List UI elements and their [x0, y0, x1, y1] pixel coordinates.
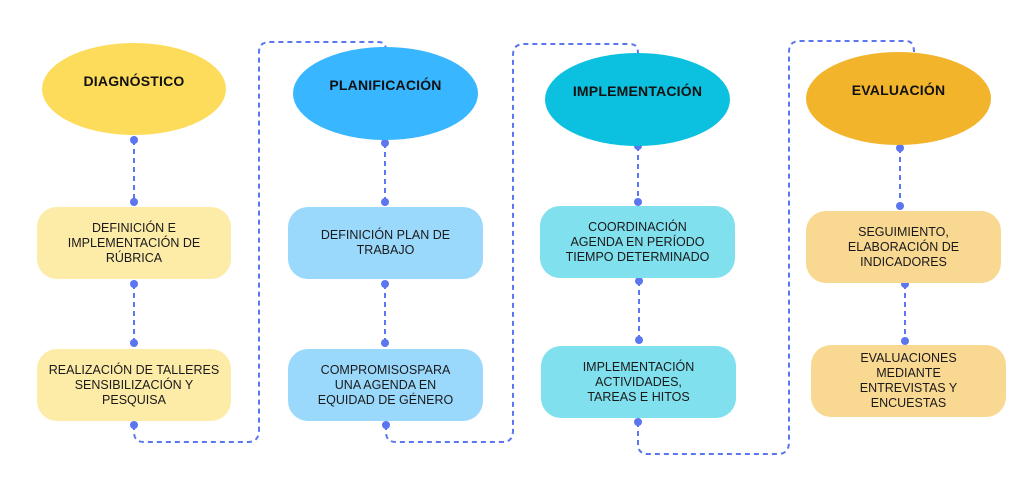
phase-planificacion-title: PLANIFICACIÓN: [329, 77, 442, 93]
connector-dot-implementacion-end: [634, 418, 642, 426]
connector-dot-planificacion-step1: [381, 198, 389, 206]
step-implementacion-2: IMPLEMENTACIÓN ACTIVIDADES, TAREAS E HIT…: [541, 346, 736, 418]
step-planificacion-1: DEFINICIÓN PLAN DE TRABAJO: [288, 207, 483, 279]
connector-dot-implementacion-step2: [635, 336, 643, 344]
step-implementacion-2-label: IMPLEMENTACIÓN ACTIVIDADES, TAREAS E HIT…: [582, 359, 695, 404]
step-diagnostico-2: REALIZACIÓN DE TALLERES SENSIBILIZACIÓN …: [37, 349, 231, 421]
phase-evaluacion-title: EVALUACIÓN: [851, 82, 946, 98]
phase-planificacion-ellipse: PLANIFICACIÓN: [293, 47, 478, 140]
connector-dot-diagnostico-step1-bottom: [130, 280, 138, 288]
step-evaluacion-1-label: SEGUIMIENTO, ELABORACIÓN DE INDICADORES: [847, 224, 960, 269]
connector-dot-evaluacion-step1: [896, 202, 904, 210]
connector-dot-planificacion-step2: [381, 339, 389, 347]
connector-dot-diagnostico-step1: [130, 198, 138, 206]
connector-dot-diagnostico-step2: [130, 339, 138, 347]
connector-dot-evaluacion-step2: [901, 337, 909, 345]
connector-dot-planificacion-step1-bottom: [381, 280, 389, 288]
phase-implementacion-title: IMPLEMENTACIÓN: [572, 83, 703, 99]
step-implementacion-1-label: COORDINACIÓN AGENDA EN PERÍODO TIEMPO DE…: [565, 219, 710, 264]
phase-diagnostico-title: DIAGNÓSTICO: [83, 73, 185, 89]
step-diagnostico-2-label: REALIZACIÓN DE TALLERES SENSIBILIZACIÓN …: [48, 362, 220, 407]
step-diagnostico-1: DEFINICIÓN E IMPLEMENTACIÓN DE RÚBRICA: [37, 207, 231, 279]
step-planificacion-2-label: COMPROMISOSPARA UNA AGENDA EN EQUIDAD DE…: [317, 362, 454, 407]
step-planificacion-2: COMPROMISOSPARA UNA AGENDA EN EQUIDAD DE…: [288, 349, 483, 421]
connector-dot-planificacion-top: [381, 139, 389, 147]
step-implementacion-1: COORDINACIÓN AGENDA EN PERÍODO TIEMPO DE…: [540, 206, 735, 278]
step-evaluacion-2: EVALUACIONES MEDIANTE ENTREVISTAS Y ENCU…: [811, 345, 1006, 417]
connector-dot-implementacion-step1: [634, 198, 642, 206]
connector-dot-diagnostico-end: [130, 421, 138, 429]
step-diagnostico-1-label: DEFINICIÓN E IMPLEMENTACIÓN DE RÚBRICA: [67, 220, 201, 265]
phase-diagnostico-ellipse: DIAGNÓSTICO: [42, 43, 226, 135]
step-evaluacion-1: SEGUIMIENTO, ELABORACIÓN DE INDICADORES: [806, 211, 1001, 283]
phase-implementacion-ellipse: IMPLEMENTACIÓN: [545, 53, 730, 146]
connector-dot-evaluacion-top: [896, 144, 904, 152]
connector-dot-diagnostico-top: [130, 136, 138, 144]
connector-implementacion-to-evaluacion: [637, 40, 915, 455]
phase-evaluacion-ellipse: EVALUACIÓN: [806, 52, 991, 145]
connector-planificacion-to-implementacion: [385, 43, 639, 443]
connector-dot-planificacion-end: [382, 421, 390, 429]
step-planificacion-1-label: DEFINICIÓN PLAN DE TRABAJO: [320, 228, 451, 257]
step-evaluacion-2-label: EVALUACIONES MEDIANTE ENTREVISTAS Y ENCU…: [859, 351, 958, 410]
connector-diagnostico-to-planificacion: [133, 41, 387, 443]
connector-dot-implementacion-step1-bottom: [635, 277, 643, 285]
